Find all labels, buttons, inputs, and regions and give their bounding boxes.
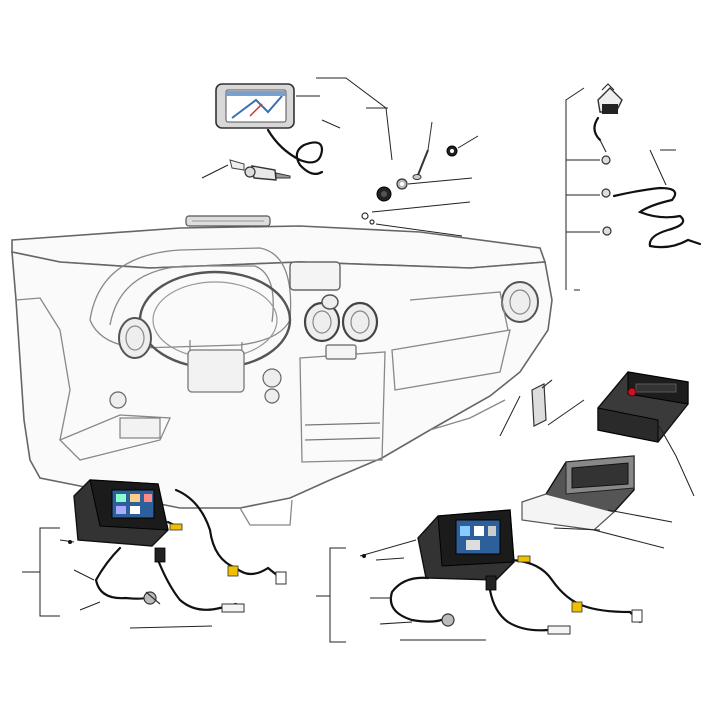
cable-connector-icon bbox=[510, 558, 642, 624]
coiled-cable-icon bbox=[612, 186, 702, 249]
car-stereo-icon bbox=[417, 509, 515, 581]
coiled-cable-icon bbox=[266, 128, 324, 175]
car-dashboard-icon bbox=[11, 215, 553, 526]
knob-icon bbox=[376, 186, 392, 202]
bracket-icon bbox=[531, 379, 553, 427]
gps-navigator-icon bbox=[215, 83, 295, 129]
usb-cable-icon bbox=[488, 588, 562, 632]
microphone-icon bbox=[593, 83, 623, 236]
mounting-frame-icon bbox=[521, 455, 635, 531]
plug-adapter-icon bbox=[229, 159, 291, 181]
car-radio-icon bbox=[597, 371, 689, 443]
nut-icon bbox=[396, 178, 408, 190]
car-stereo-icon bbox=[73, 479, 169, 547]
washer-icon bbox=[361, 145, 458, 225]
usb-cable-icon bbox=[156, 558, 238, 611]
screw-icon bbox=[412, 121, 433, 180]
